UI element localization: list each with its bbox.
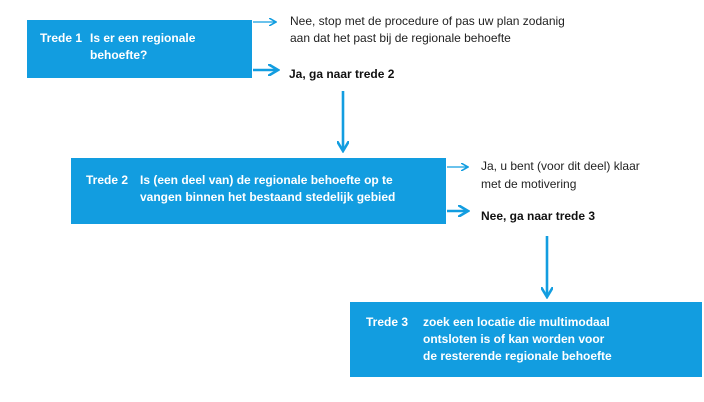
step1-question-line1: Is er een regionale: [90, 31, 196, 45]
step3-text-line1: zoek een locatie die multimodaal: [423, 315, 610, 329]
step2-no-text: Nee, ga naar trede 3: [481, 209, 596, 223]
step1-question-line2: behoefte?: [90, 48, 148, 62]
step3-text-line2: ontsloten is of kan worden voor: [423, 332, 605, 346]
step2-label: Trede 2: [86, 173, 129, 187]
step2-question-line2: vangen binnen het bestaand stedelijk geb…: [140, 190, 396, 204]
step2-box: Trede 2 Is (een deel van) de regionale b…: [71, 158, 446, 224]
step3-label: Trede 3: [366, 315, 409, 329]
step1-label: Trede 1: [40, 31, 83, 45]
step3-text-line3: de resterende regionale behoefte: [423, 349, 612, 363]
step2-yes-line2: met de motivering: [481, 177, 577, 191]
step1-yes-text: Ja, ga naar trede 2: [289, 67, 395, 81]
step1-no-line2: aan dat het past bij de regionale behoef…: [290, 31, 511, 45]
step2-question-line1: Is (een deel van) de regionale behoefte …: [140, 173, 393, 187]
step3-box: Trede 3 zoek een locatie die multimodaal…: [350, 302, 702, 377]
step1-box: Trede 1 Is er een regionale behoefte?: [27, 20, 252, 78]
step1-no-line1: Nee, stop met de procedure of pas uw pla…: [290, 14, 565, 28]
step2-yes-line1: Ja, u bent (voor dit deel) klaar: [481, 159, 640, 173]
